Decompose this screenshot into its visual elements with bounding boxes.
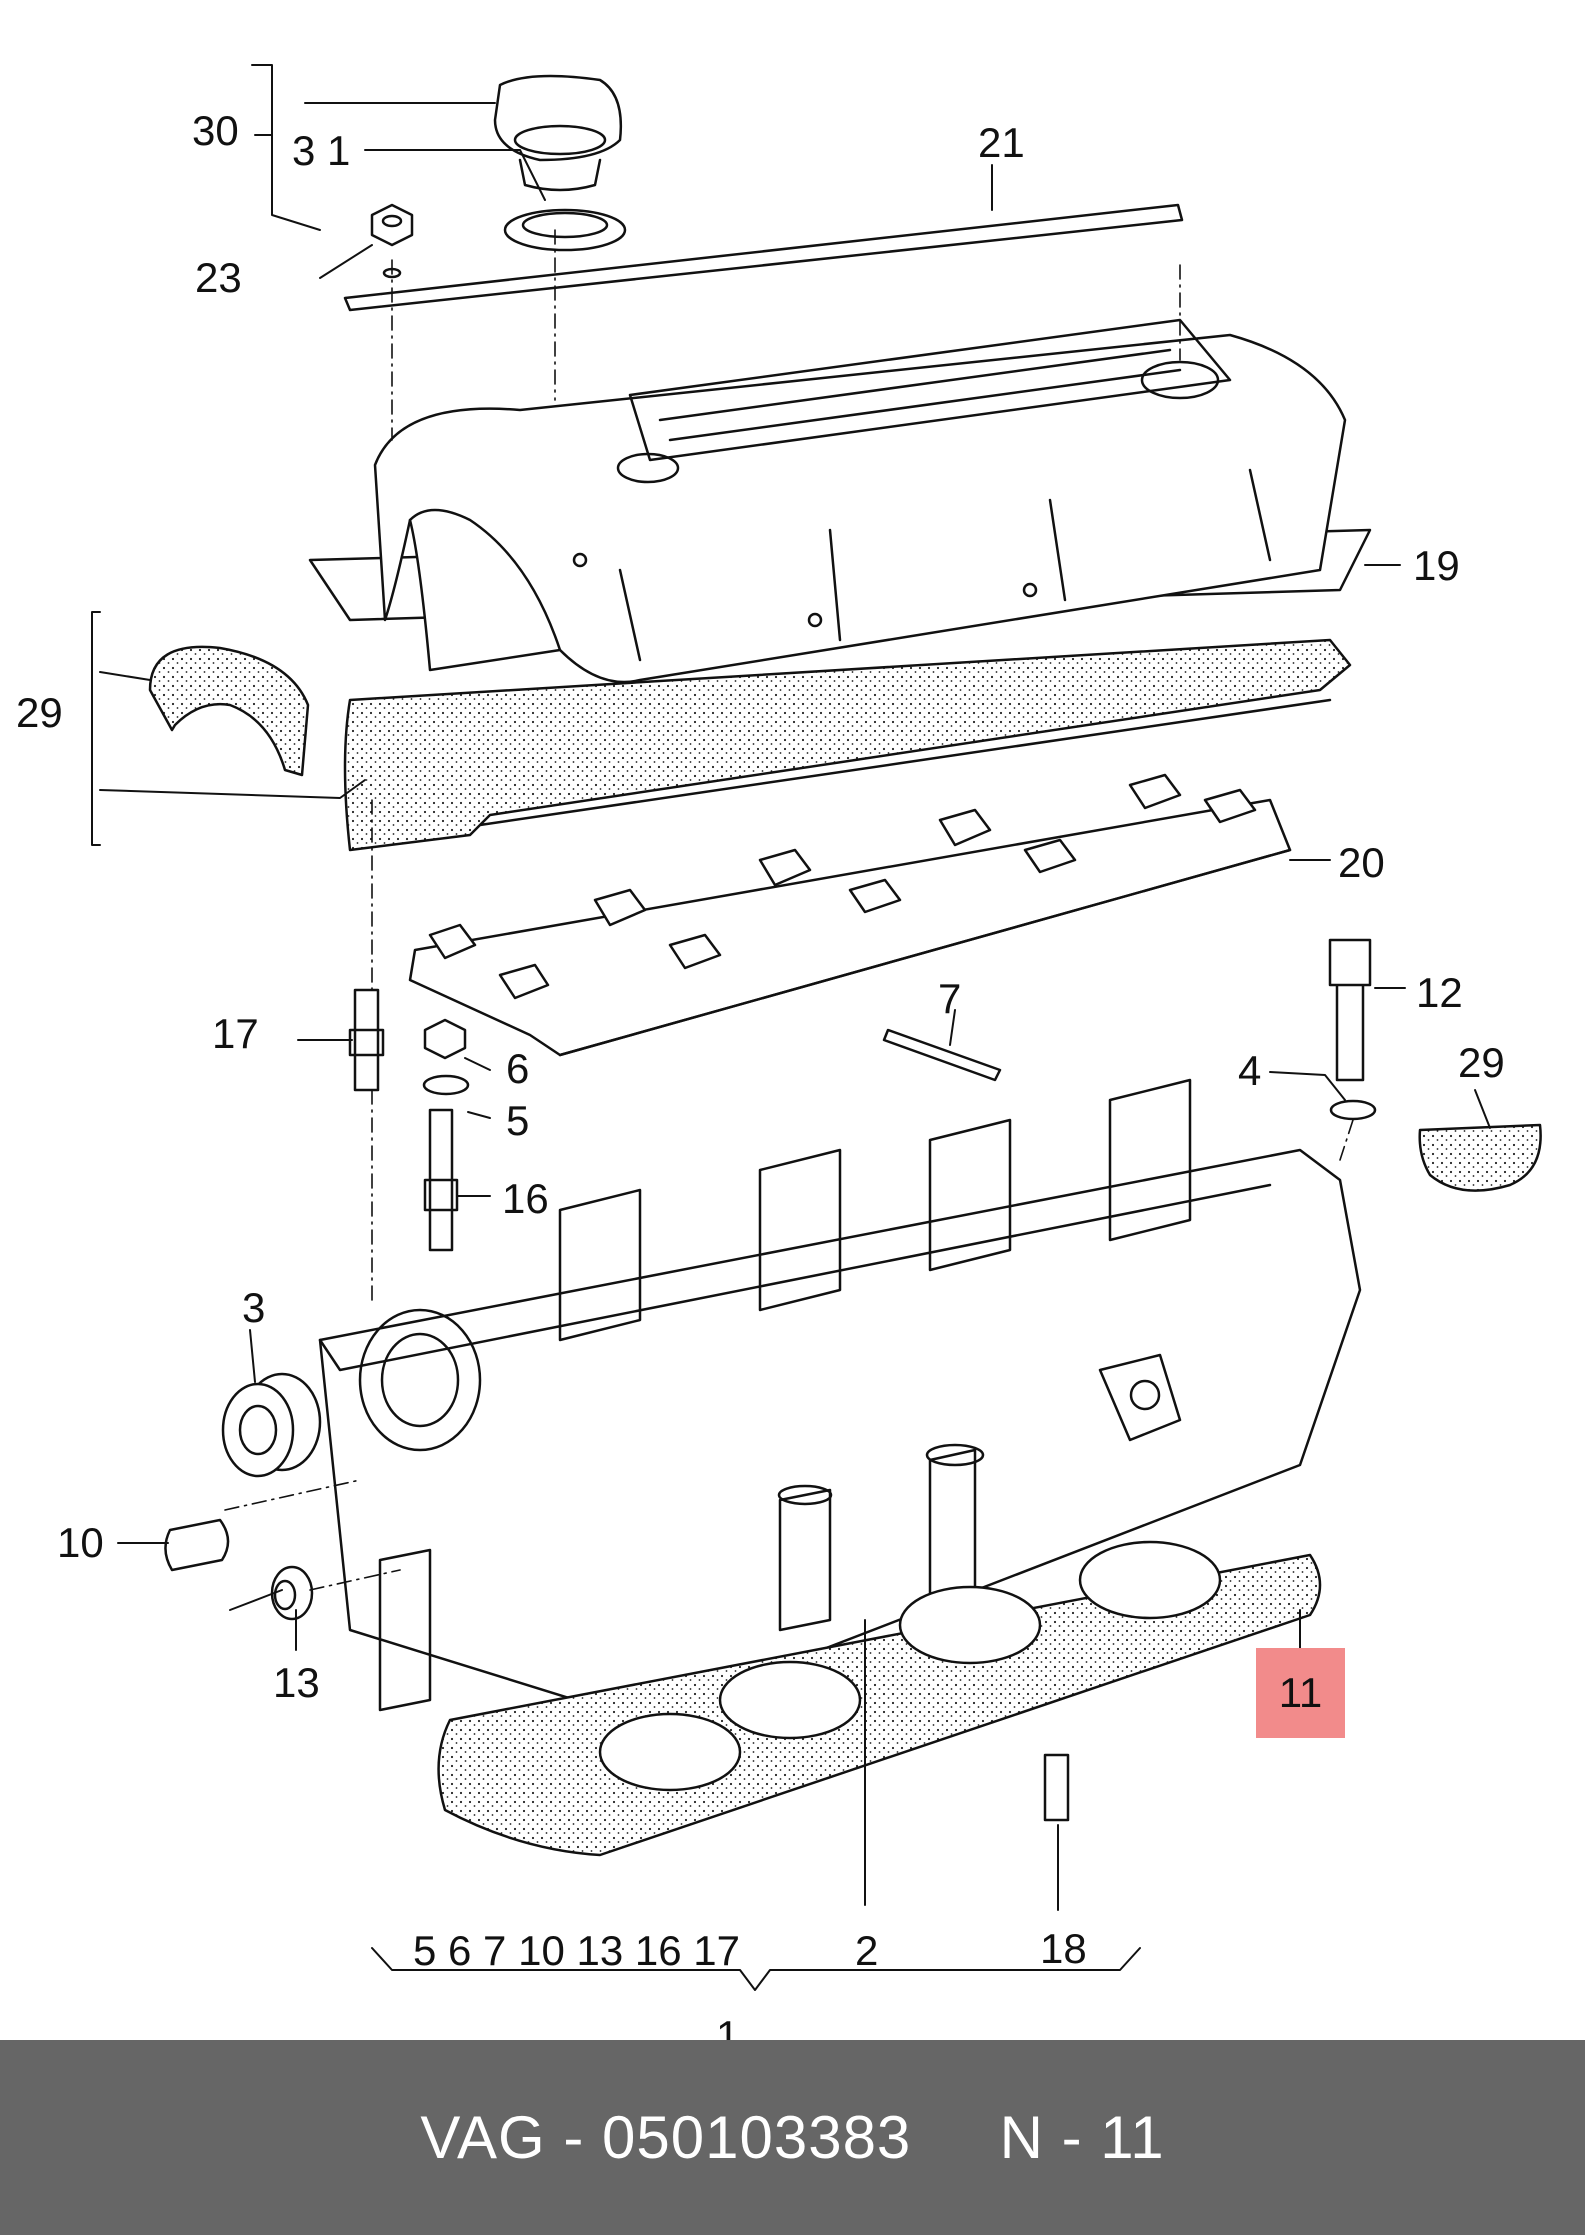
highlighted-part-11[interactable]: 11 [1256, 1648, 1345, 1738]
callout-11: 11 [1278, 1669, 1323, 1716]
bolt-12 [1328, 938, 1372, 1082]
filler-cap-seal [503, 208, 627, 252]
dowel-18 [1043, 1753, 1070, 1822]
callout-29-left: 29 [16, 689, 63, 736]
callout-2: 2 [855, 1927, 879, 1974]
callout-12: 12 [1416, 969, 1463, 1016]
half-moon-seal-right [1418, 1123, 1542, 1192]
callout-23: 23 [195, 254, 242, 301]
callout-31: 3 1 [292, 127, 351, 174]
washer-4 [1329, 1099, 1377, 1121]
callout-13: 13 [273, 1659, 320, 1706]
callout-group: 5 6 7 10 13 16 17 [413, 1927, 740, 1974]
cylinder-head-exploded-diagram [91, 64, 1542, 1991]
stud-16 [423, 1108, 459, 1252]
callout-10: 10 [57, 1519, 104, 1566]
footer-part-info: VAG - 050103383 N - 11 [420, 2104, 1165, 2171]
half-moon-seal-left [148, 645, 310, 777]
baffle-plate [408, 773, 1292, 1057]
oil-filler-cap [493, 74, 622, 192]
callout-16: 16 [502, 1175, 549, 1222]
footer-bar: VAG - 050103383 N - 11 [0, 2040, 1585, 2235]
callout-4: 4 [1238, 1047, 1262, 1094]
callout-5: 5 [506, 1097, 530, 1144]
plug-10 [164, 1518, 230, 1572]
valve-cover-gasket [343, 638, 1352, 852]
callout-3: 3 [242, 1284, 266, 1331]
callout-7: 7 [938, 975, 962, 1022]
callout-30: 30 [192, 107, 239, 154]
washer-5 [422, 1074, 470, 1096]
cover-gasket-21 [343, 203, 1184, 312]
plug-13 [270, 1565, 314, 1621]
callout-18: 18 [1040, 1925, 1087, 1972]
callout-6: 6 [506, 1045, 530, 1092]
callout-20: 20 [1338, 839, 1385, 886]
callout-17: 17 [212, 1010, 259, 1057]
stud-17 [348, 988, 385, 1092]
cylinder-head [318, 1078, 1362, 1742]
valve-cover [308, 318, 1372, 684]
callout-19: 19 [1413, 542, 1460, 589]
nut-6 [423, 1018, 467, 1060]
gasket-bores [598, 1540, 1222, 1792]
callout-21: 21 [978, 119, 1025, 166]
stud-7 [882, 1028, 1002, 1082]
camshaft-seal-3 [221, 1372, 322, 1478]
callout-29-right: 29 [1458, 1039, 1505, 1086]
nut-23 [370, 203, 414, 279]
